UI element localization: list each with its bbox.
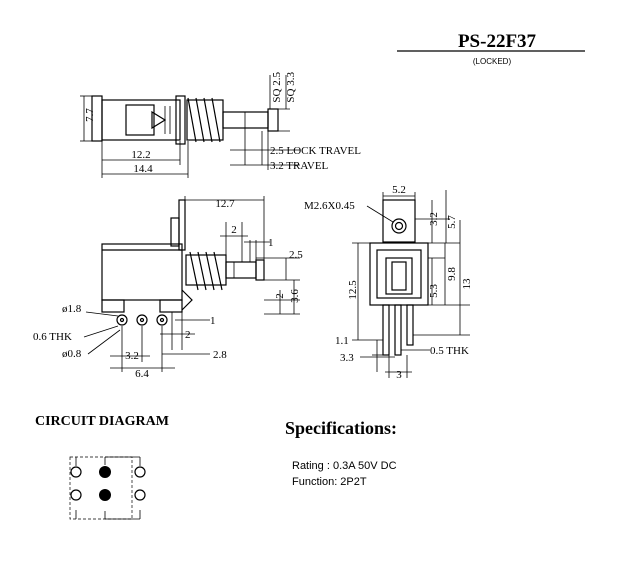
dim-screw-label: M2.6X0.45: [304, 200, 355, 212]
dim-side-2b-label: 2: [274, 293, 286, 299]
dim-sq-large-label: SQ 3.3: [285, 72, 297, 103]
dim-side-25-label: 2.5: [289, 249, 303, 261]
end-view-drawing: [369, 199, 429, 356]
part-subtitle: (LOCKED): [473, 57, 512, 66]
dim-hole-dia-label: ø1.8: [62, 303, 82, 315]
dim-end-125-label: 12.5: [347, 280, 359, 300]
dim-pin-span-label: 6.4: [135, 368, 149, 380]
dim-body-length-label: 12.2: [131, 149, 150, 161]
dim-side-36-label: 3.6: [289, 289, 301, 303]
dim-thickness-label: 0.6 THK: [33, 331, 72, 343]
dim-height-label: 7.7: [84, 108, 96, 122]
dim-end-32-label: 3.2: [428, 212, 440, 226]
dim-sq-small-label: SQ 2.5: [271, 72, 283, 103]
dim-end-thk-label: 0.5 THK: [430, 345, 469, 357]
spec-rating: Rating : 0.3A 50V DC: [292, 460, 397, 472]
dim-end-3-label: 3: [396, 369, 402, 381]
dim-side-2-label: 2: [231, 224, 237, 236]
dim-end-width-label: 5.2: [392, 184, 406, 196]
dim-side-2c-label: 2: [185, 329, 191, 341]
dim-pin-pitch-label: 3.2: [125, 350, 139, 362]
dim-end-57-label: 5.7: [446, 215, 458, 229]
specifications-title: Specifications:: [285, 418, 397, 438]
circuit-diagram: [69, 456, 146, 520]
dim-lock-travel-label: 2.5 LOCK TRAVEL: [270, 145, 361, 157]
end-view-dimensions: 5.2 M2.6X0.45 3.2 5.7 5.3 9.8 13 12.5 1.…: [304, 184, 473, 381]
dim-side-length-label: 12.7: [215, 198, 235, 210]
part-number: PS-22F37: [458, 31, 537, 52]
top-view-dimensions: 7.7 SQ 2.5 SQ 3.3 12.2 14.4 2.5 LOCK TRA…: [80, 72, 361, 178]
dim-total-length-label: 14.4: [133, 163, 153, 175]
dim-end-33-label: 3.3: [340, 352, 354, 364]
side-view-dimensions: 12.7 2 1 2.5 2 3.6 ø1.8 0.6 THK ø0.8 3.2…: [33, 196, 303, 380]
circuit-title: CIRCUIT DIAGRAM: [35, 414, 169, 429]
spec-function: Function: 2P2T: [292, 476, 367, 488]
dim-pin-dia-label: ø0.8: [62, 348, 82, 360]
side-view-drawing: [101, 199, 265, 326]
dim-side-1b-label: 1: [210, 315, 216, 327]
dim-travel-label: 3.2 TRAVEL: [270, 160, 329, 172]
dim-side-28-label: 2.8: [213, 349, 227, 361]
dim-end-98-label: 9.8: [446, 267, 458, 281]
dim-end-13-label: 13: [461, 278, 473, 290]
dim-side-1-label: 1: [268, 237, 274, 249]
dim-end-11-label: 1.1: [335, 335, 349, 347]
top-view-drawing: [91, 95, 279, 145]
dim-end-53-label: 5.3: [428, 284, 440, 298]
